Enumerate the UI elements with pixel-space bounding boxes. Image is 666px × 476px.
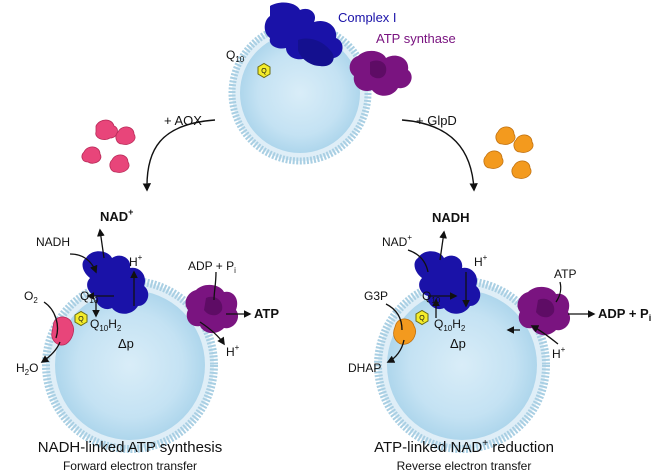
- right-h-bottom-arrow: [530, 325, 559, 345]
- add-glpd-label: + GlpD: [416, 113, 457, 128]
- left-o2-arrow: [43, 301, 59, 339]
- aox-cluster: [81, 119, 136, 173]
- right-h-top-label: H+: [474, 253, 488, 269]
- left-atp-label: ATP: [254, 306, 279, 321]
- right-complex-i: [414, 251, 481, 314]
- left-adp-arrow: [213, 271, 217, 301]
- right-g3p-arrow: [385, 303, 403, 331]
- left-h2o-label: H2O: [16, 361, 38, 377]
- left-h-bottom-arrow: [199, 321, 225, 346]
- left-h2o-arrow: [40, 341, 61, 363]
- left-adp-label: ADP + Pi: [188, 259, 236, 275]
- left-nad-label: NAD+: [100, 207, 133, 224]
- top-atp-synthase: [349, 50, 412, 96]
- left-q10-label: Q10: [80, 289, 99, 305]
- right-q10h2-label: Q10H2: [434, 317, 466, 333]
- left-vesicle: [42, 277, 218, 453]
- top-quinone-icon: Q: [257, 62, 271, 79]
- left-nadh-label: NADH: [36, 235, 70, 249]
- add-aox-label: + AOX: [164, 113, 202, 128]
- left-q10h2-label: Q10H2: [90, 317, 122, 333]
- left-atp-synthase: [185, 284, 239, 334]
- left-nadh-arrow: [69, 253, 98, 274]
- svg-text:Q: Q: [419, 315, 425, 322]
- arrow-to-right: [401, 119, 478, 192]
- top-complex-i: [264, 2, 343, 67]
- right-nad-label: NAD+: [382, 233, 412, 249]
- glpd-cluster: [483, 126, 534, 179]
- right-nad-arrow: [407, 249, 429, 273]
- left-caption-sub: Forward electron transfer: [63, 459, 197, 473]
- right-h-bottom-label: H+: [552, 345, 566, 361]
- left-complex-i: [82, 251, 149, 314]
- right-atp-label: ATP: [554, 267, 576, 281]
- svg-text:Q: Q: [261, 68, 267, 75]
- left-caption-title: NADH-linked ATP synthesis: [38, 439, 223, 456]
- right-quinone-icon: Q: [415, 309, 429, 326]
- right-dhap-arrow: [386, 339, 405, 363]
- left-h-bottom-label: H+: [226, 343, 240, 359]
- top-q10-label: Q10: [226, 48, 245, 64]
- right-dhap-label: DHAP: [348, 361, 381, 375]
- arrow-to-left: [142, 119, 216, 192]
- left-h-top-label: H+: [129, 253, 143, 269]
- svg-text:Q: Q: [78, 316, 84, 323]
- right-g3p-label: G3P: [364, 289, 388, 303]
- right-dp-label: Δp: [450, 336, 466, 351]
- right-nadh-label: NADH: [432, 210, 470, 225]
- left-dp-label: Δp: [118, 336, 134, 351]
- left-quinone-icon: Q: [74, 310, 88, 327]
- right-glpd-protein: [393, 318, 416, 345]
- right-q10-label: Q10: [422, 289, 441, 305]
- right-adp-label: ADP + Pi: [598, 306, 651, 323]
- right-atp-arrow: [555, 281, 562, 303]
- right-nadh-arrow: [439, 230, 447, 261]
- top-atp-synthase-label: ATP synthase: [376, 31, 456, 46]
- right-caption-title: ATP-linked NAD+ reduction: [374, 438, 554, 456]
- top-complex-i-label: Complex I: [338, 10, 397, 25]
- right-atp-synthase: [517, 286, 571, 336]
- left-o2-label: O2: [24, 289, 38, 305]
- right-caption-sub: Reverse electron transfer: [397, 459, 532, 473]
- left-nad-arrow: [97, 228, 105, 259]
